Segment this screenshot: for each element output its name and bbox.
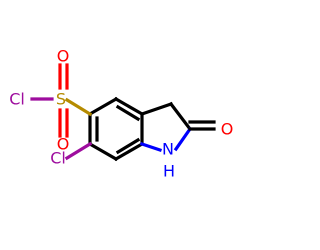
oxygen-bottom-atom-label: O bbox=[57, 135, 70, 154]
bond-c7a-c7-inner bbox=[115, 137, 141, 155]
hydrogen-atom-label: H bbox=[163, 162, 175, 181]
ring-chlorine-atom-label: Cl bbox=[50, 149, 66, 168]
atom-labels: S O O Cl Cl O N H bbox=[9, 47, 233, 181]
nitrogen-atom-label: N bbox=[162, 140, 174, 159]
bond-c7a-c7 bbox=[113, 141, 145, 162]
chemical-structure-diagram: S O O Cl Cl O N H bbox=[9, 46, 234, 181]
bond-c3-c2 bbox=[168, 101, 193, 132]
bond-c4-c5-inner bbox=[115, 104, 141, 122]
oxygen-top-atom-label: O bbox=[57, 47, 70, 66]
sulfur-atom-label: S bbox=[56, 90, 66, 109]
bond-c7-c6 bbox=[87, 141, 119, 162]
sulfonyl-chlorine-atom-label: Cl bbox=[9, 90, 25, 109]
bonds bbox=[30, 63, 216, 162]
bond-c4-c5 bbox=[113, 96, 145, 117]
bond-c5-c4 bbox=[87, 96, 119, 117]
bond-c6-cl bbox=[64, 141, 93, 161]
bond-c3a-c3 bbox=[139, 101, 174, 117]
bond-c2-n1 bbox=[173, 126, 193, 152]
bond-n1-c7a bbox=[139, 141, 163, 153]
bond-c5-s bbox=[64, 97, 93, 117]
carbonyl-oxygen-atom-label: O bbox=[221, 120, 234, 139]
